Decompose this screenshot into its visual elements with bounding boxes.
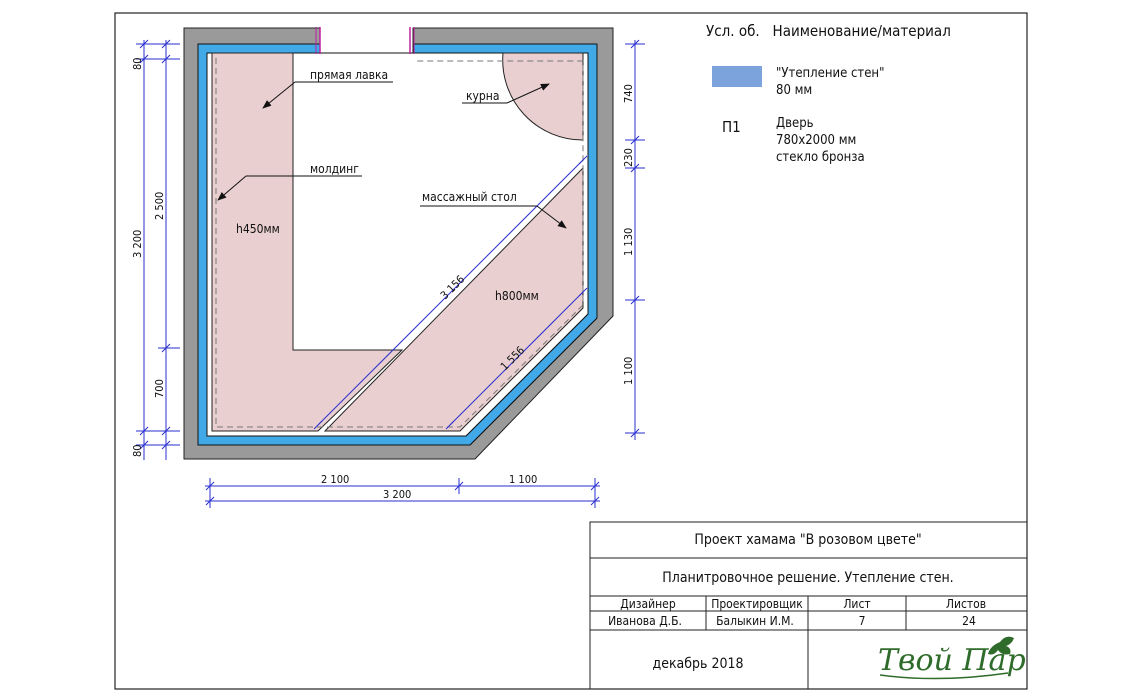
- oak-leaf-icon: [988, 636, 1014, 655]
- sheet-number: 7: [859, 614, 866, 628]
- dim-right-1130: 1 130: [622, 228, 635, 256]
- label-bench: прямая лавка: [310, 68, 388, 82]
- dim-right-740: 740: [622, 84, 635, 103]
- kurna-basin: [502, 52, 584, 141]
- dim-left-700: 700: [153, 379, 166, 398]
- col-sheets: Листов: [946, 597, 986, 611]
- col-engineer: Проектировщик: [711, 597, 803, 611]
- label-h800: h800мм: [495, 289, 539, 303]
- legend-door-line2: 780х2000 мм: [776, 133, 856, 148]
- legend-door-line1: Дверь: [776, 116, 814, 131]
- dim-left-total: 3 200: [131, 230, 144, 258]
- floor-plan: 3 156 1 556 прямая лавка курна молдинг м…: [183, 27, 614, 460]
- massage-table: [323, 166, 584, 432]
- dim-bottom-1100: 1 100: [509, 473, 537, 486]
- dim-right-1100: 1 100: [622, 357, 635, 385]
- legend-insulation-line1: "Утепление стен": [776, 66, 884, 81]
- dim-right-230: 230: [622, 148, 635, 167]
- sheets-total: 24: [962, 614, 976, 628]
- date: декабрь 2018: [652, 656, 743, 672]
- legend-insulation-line2: 80 мм: [776, 83, 812, 98]
- dim-left-80-top: 80: [131, 57, 144, 70]
- insulation-swatch: [712, 66, 762, 87]
- label-h450: h450мм: [236, 222, 280, 236]
- col-designer: Дизайнер: [620, 597, 676, 611]
- label-molding: молдинг: [310, 162, 359, 176]
- engineer-name: Балыкин И.М.: [716, 614, 794, 628]
- logo-tvoy-par: Твой Пар: [878, 636, 1026, 680]
- project-title: Проект хамама "В розовом цвете": [694, 532, 921, 548]
- legend: Усл. об. Наименование/материал "Утеплени…: [706, 22, 951, 165]
- dim-left-80-bottom: 80: [131, 444, 144, 457]
- dim-bottom-3200: 3 200: [383, 488, 411, 501]
- sheet-frame: [114, 12, 1028, 690]
- label-massage-table: массажный стол: [422, 190, 517, 204]
- sheet-title: Планитровочное решение. Утепление стен.: [662, 570, 953, 586]
- dim-bottom-2100: 2 100: [321, 473, 349, 486]
- bottom-dimensions: [205, 478, 600, 508]
- title-block: [589, 521, 1028, 690]
- col-sheet: Лист: [843, 597, 870, 611]
- dim-left-2500: 2 500: [153, 192, 166, 220]
- designer-name: Иванова Д.Б.: [608, 614, 682, 628]
- legend-header: Усл. об. Наименование/материал: [706, 22, 951, 40]
- left-dimensions: [136, 39, 180, 460]
- legend-door-symbol: П1: [722, 118, 741, 136]
- legend-door-line3: стекло бронза: [776, 150, 865, 165]
- right-dimensions: [625, 39, 645, 440]
- straight-bench: [211, 52, 404, 432]
- label-kurna: курна: [466, 89, 499, 103]
